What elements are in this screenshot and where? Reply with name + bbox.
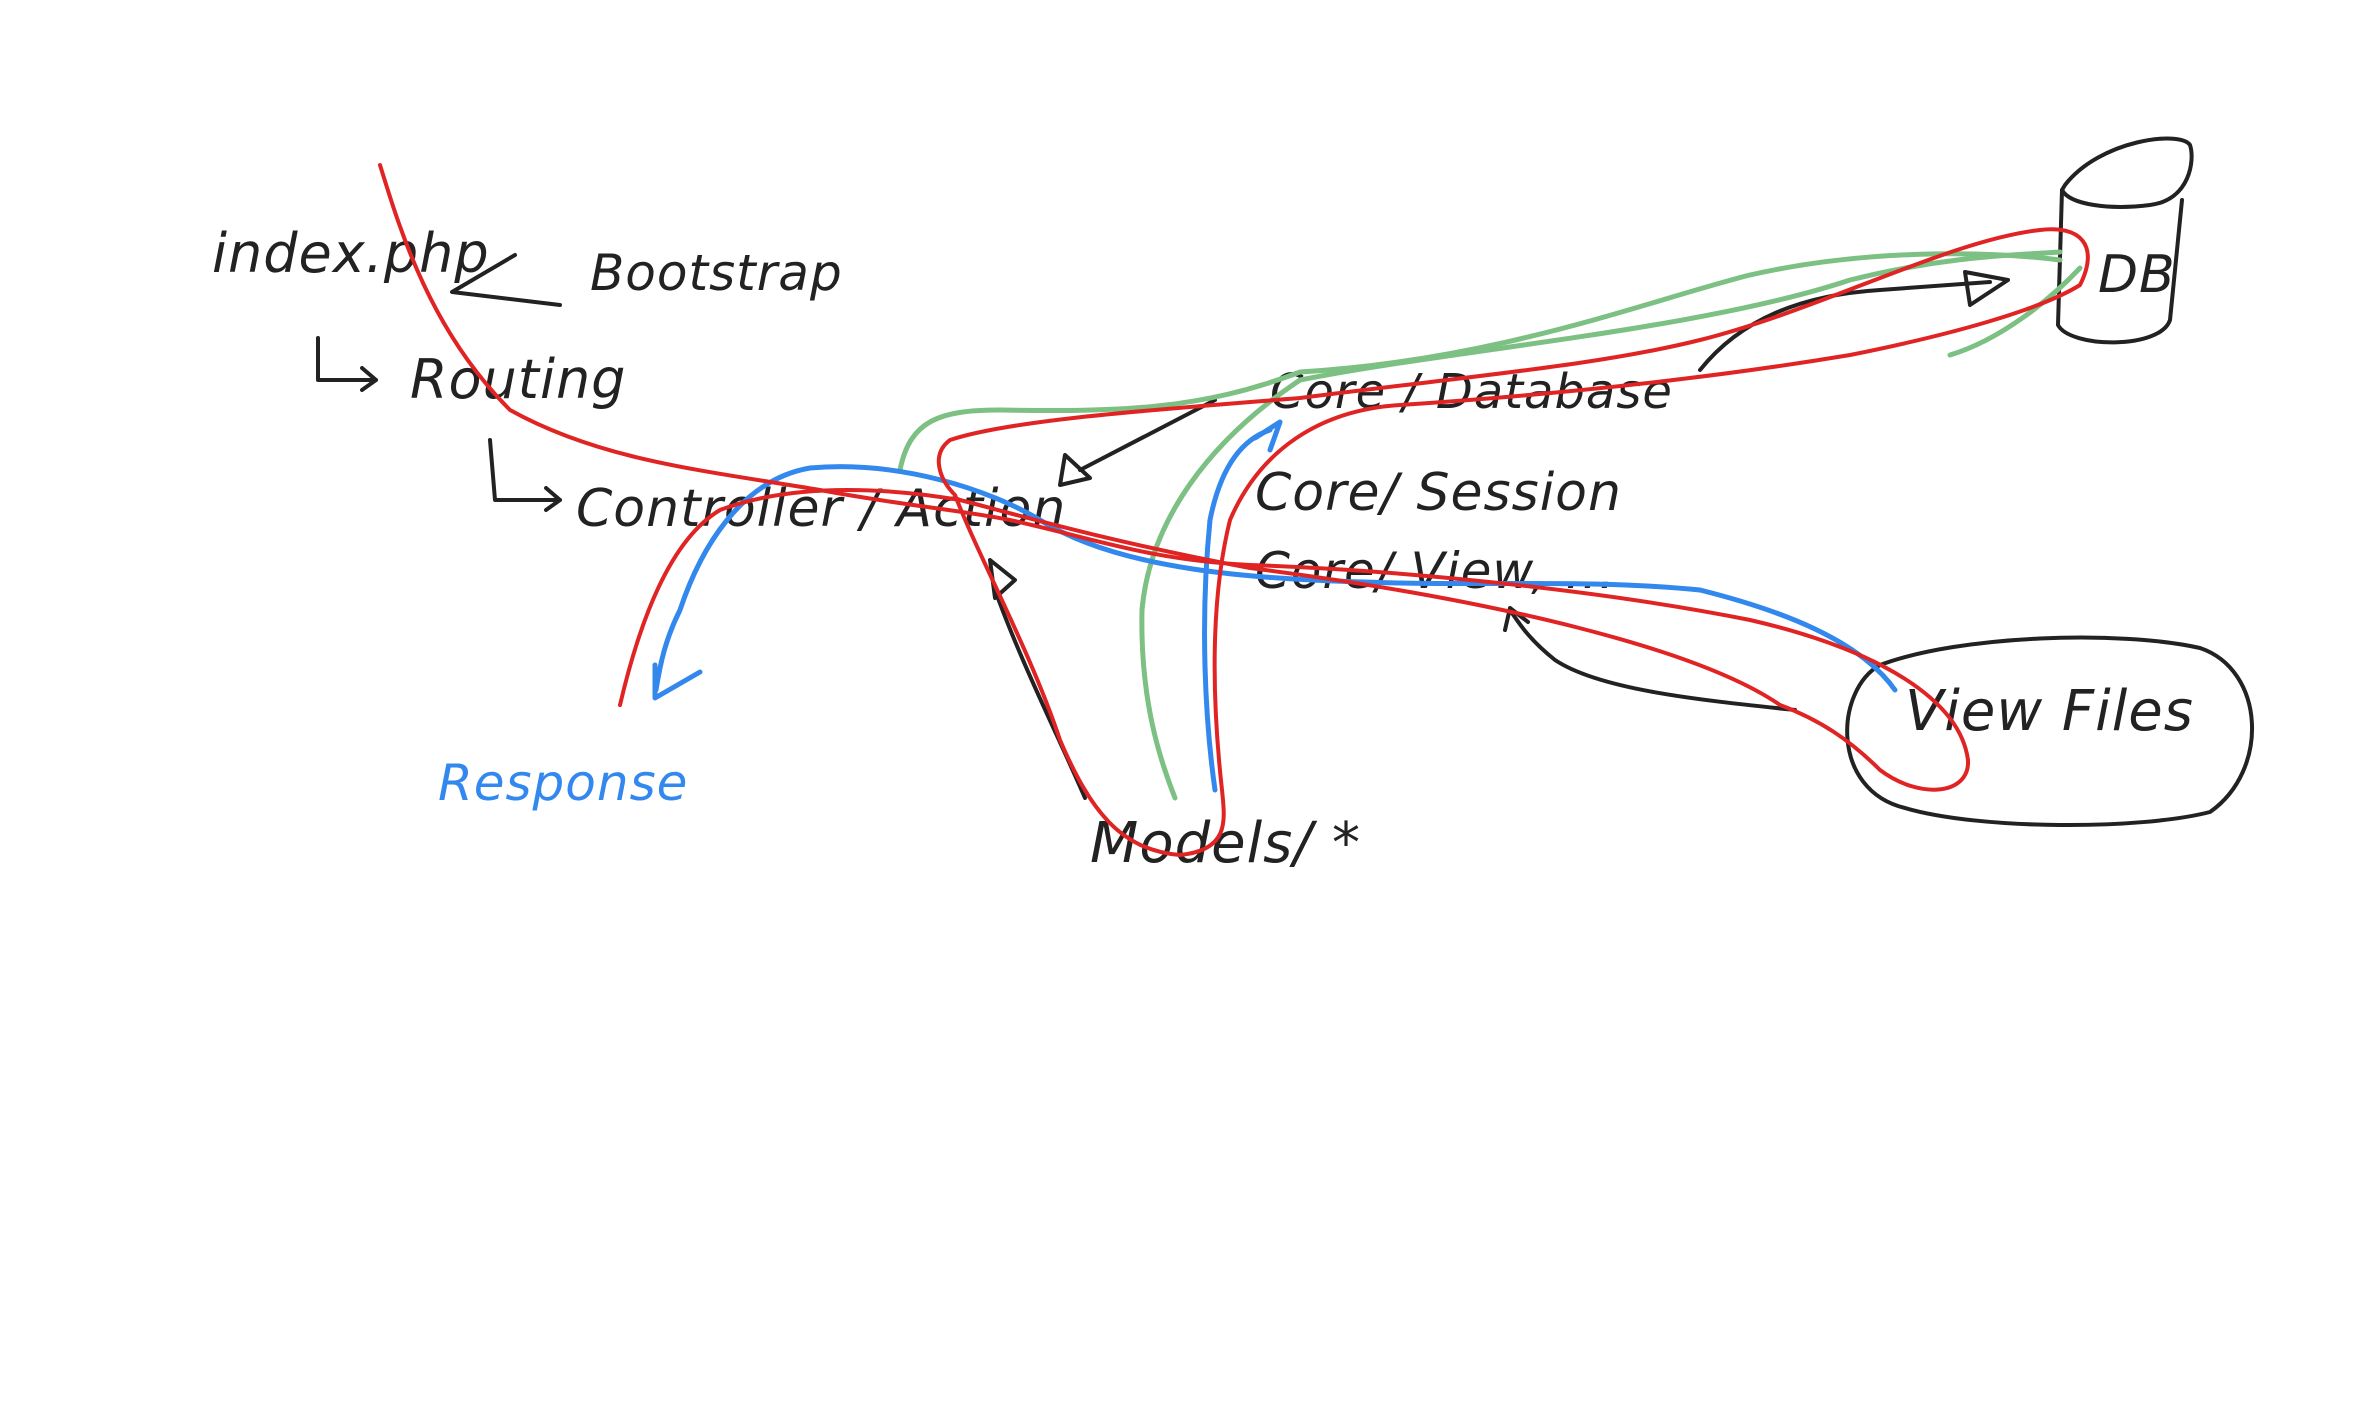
blue-path-view-to-response (653, 464, 1898, 693)
blue-arrow-core-icon (1252, 419, 1283, 453)
label-view-files: View Files (1905, 679, 2194, 744)
arrow-core-to-controller (1078, 398, 1217, 472)
blue-arrow-response-icon (652, 662, 703, 701)
arrow-core-to-db (1698, 280, 1992, 372)
db-cylinder-icon (2056, 136, 2194, 345)
label-db: DB (2098, 245, 2176, 305)
label-response: Response (438, 754, 688, 812)
blue-path-models-to-core (1202, 427, 1273, 793)
arrowhead-controller-icon (1058, 453, 1092, 487)
bootstrap-connector-stroke (450, 253, 562, 307)
routing-hook-stroke (316, 336, 378, 392)
label-models: Models/ * (1090, 811, 1361, 876)
label-index-php: index.php (212, 222, 490, 285)
label-routing: Routing (410, 348, 626, 411)
red-path-models-db (936, 227, 2090, 857)
label-core-session: Core/ Session (1255, 463, 1622, 523)
red-path-response (618, 488, 962, 707)
arrow-viewfiles-to-coreview (1508, 608, 1797, 712)
green-path-controller-db (897, 251, 2063, 473)
red-path-request (378, 163, 1971, 792)
view-files-ellipse (1845, 635, 2254, 827)
arrowhead-db-icon (1963, 270, 2010, 307)
controller-hook-stroke (488, 438, 562, 512)
green-path-db-return (1947, 265, 2083, 358)
label-bootstrap: Bootstrap (590, 244, 843, 302)
arrowhead-coreview-icon (1503, 606, 1530, 632)
